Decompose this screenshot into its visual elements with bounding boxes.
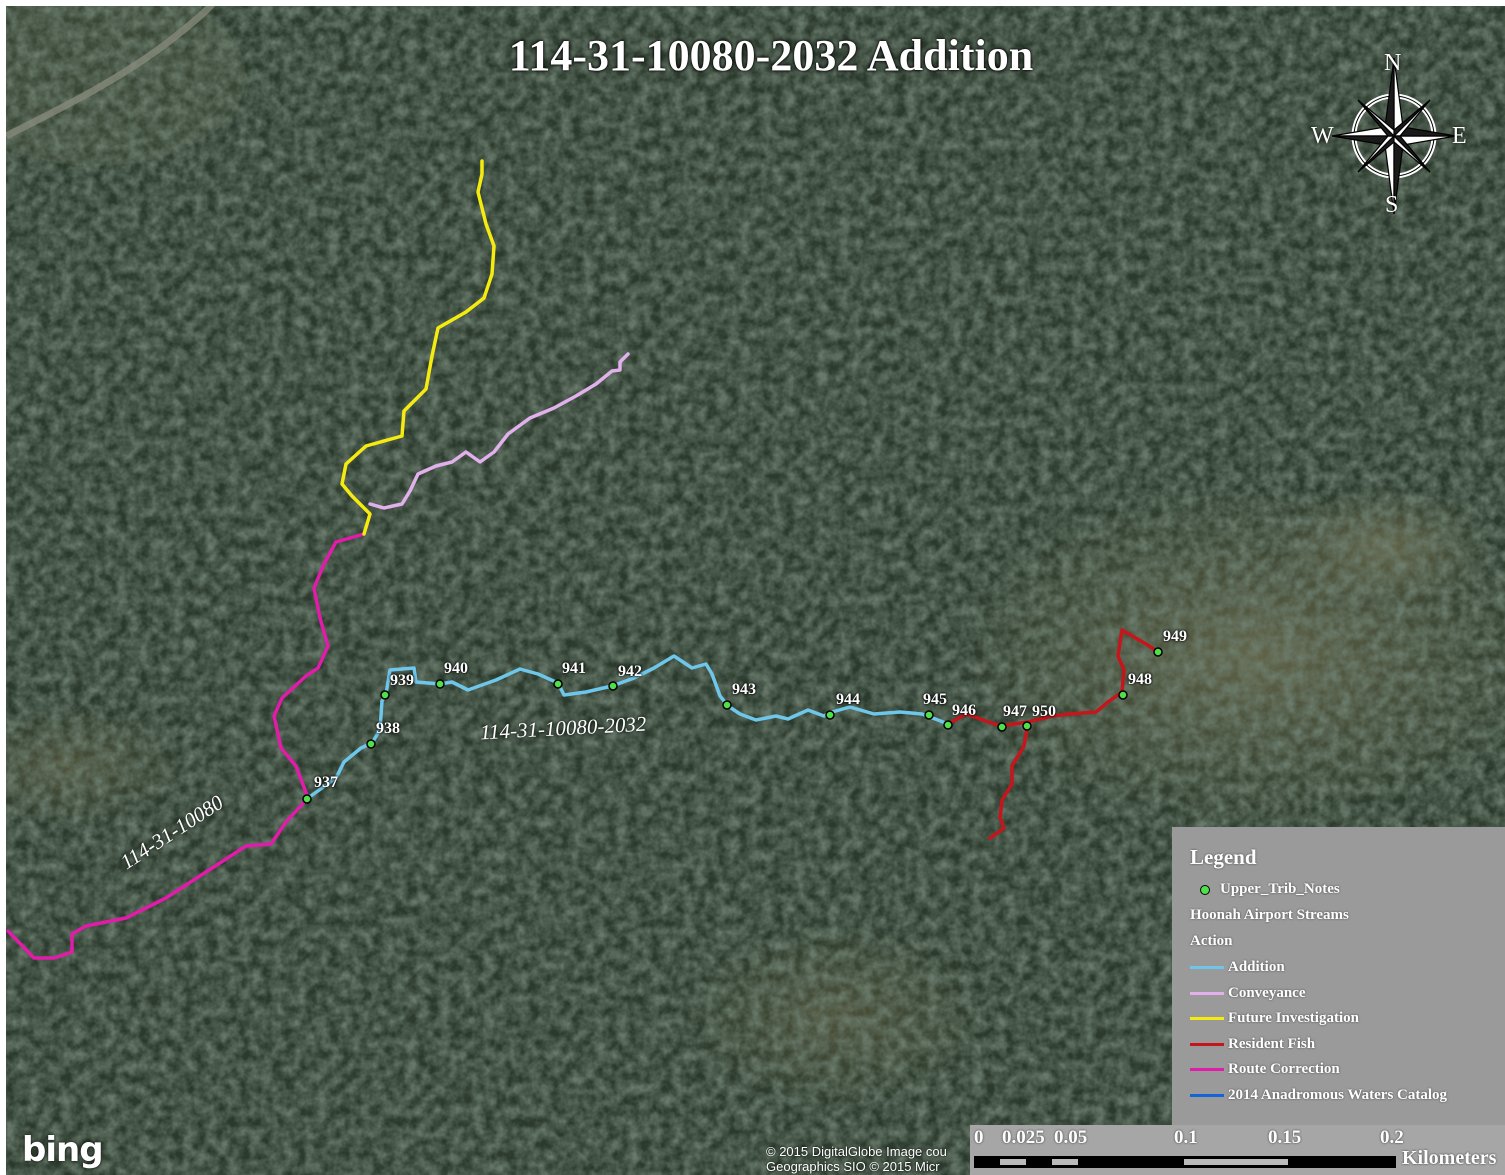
resident-fish-line[interactable]	[946, 628, 1160, 728]
scale-unit: Kilometers	[1402, 1147, 1497, 1169]
bing-logo: bing	[22, 1130, 104, 1170]
point-label: 941	[562, 660, 586, 677]
imagery-layer	[6, 6, 1505, 1175]
scale-bar-graphic	[974, 1156, 1396, 1168]
compass-rose: N S E W	[1306, 50, 1482, 222]
point-label: 940	[444, 660, 468, 677]
legend-swatch	[1190, 1042, 1224, 1046]
point-label: 949	[1163, 628, 1187, 645]
compass-n: N	[1384, 50, 1402, 76]
point-label: 943	[732, 681, 756, 698]
scale-tick-label: 0	[974, 1127, 984, 1148]
trib-note-point[interactable]	[608, 681, 618, 691]
legend-item-label: Addition	[1228, 959, 1285, 975]
future-investigation-line[interactable]	[340, 159, 496, 536]
legend-point-row: Upper_Trib_Notes	[1190, 881, 1340, 898]
compass-w: W	[1311, 123, 1334, 149]
point-label: 947	[1003, 703, 1027, 720]
trib-note-point[interactable]	[1118, 690, 1128, 700]
legend-swatch	[1190, 966, 1224, 970]
legend-item: Route Correction	[1190, 1061, 1340, 1078]
scale-bar: 0 0.025 0.05 0.1 0.15 0.2 Kilometers	[970, 1125, 1505, 1175]
point-label: 946	[952, 702, 976, 719]
scale-tick-label: 0.15	[1268, 1127, 1302, 1148]
road	[6, 6, 215, 140]
trib-note-point[interactable]	[997, 722, 1007, 732]
compass-star-icon	[1331, 57, 1457, 215]
legend-item: Future Investigation	[1190, 1010, 1359, 1027]
trib-note-point[interactable]	[722, 700, 732, 710]
point-label: 948	[1128, 671, 1152, 688]
point-label: 945	[923, 691, 947, 708]
point-label: 942	[618, 663, 642, 680]
point-label: 937	[314, 774, 338, 791]
trib-note-point[interactable]	[380, 690, 390, 700]
trib-note-point[interactable]	[1022, 721, 1032, 731]
trib-note-point[interactable]	[366, 739, 376, 749]
legend-item: 2014 Anadromous Waters Catalog	[1190, 1087, 1447, 1104]
trib-note-point[interactable]	[924, 710, 934, 720]
scale-tick-label: 0.025	[1002, 1127, 1045, 1148]
stream-overlay	[6, 159, 1163, 960]
point-label: 938	[376, 720, 400, 737]
legend-item: Addition	[1190, 959, 1285, 976]
point-label: 950	[1032, 703, 1056, 720]
legend-item-label: Route Correction	[1228, 1061, 1340, 1077]
trib-note-point[interactable]	[825, 710, 835, 720]
scale-tick-label: 0.2	[1380, 1127, 1404, 1148]
legend-swatch	[1190, 1068, 1224, 1072]
scale-tick-label: 0.05	[1054, 1127, 1088, 1148]
point-label: 944	[836, 691, 860, 708]
map-title: 114-31-10080-2032 Addition	[508, 31, 1034, 80]
compass-s: S	[1385, 192, 1399, 218]
legend-layer-name: Hoonah Airport Streams	[1190, 907, 1349, 923]
point-symbol-icon	[1200, 884, 1210, 895]
map-frame[interactable]: 114-31-10080-2032 Addition	[6, 6, 1505, 1175]
legend-item-label: 2014 Anadromous Waters Catalog	[1228, 1086, 1448, 1103]
legend-field: Action	[1190, 933, 1233, 949]
legend-item: Conveyance	[1190, 985, 1306, 1002]
trib-note-point[interactable]	[553, 679, 563, 689]
attribution-line-1: © 2015 DigitalGlobe Image cou	[766, 1144, 947, 1159]
trib-note-point[interactable]	[1153, 647, 1163, 657]
legend-title: Legend	[1190, 845, 1257, 869]
resident-fish-branch-line[interactable]	[988, 722, 1030, 840]
conveyance-line[interactable]	[368, 352, 630, 510]
trib-note-point[interactable]	[435, 679, 445, 689]
attribution-line-2: Geographics SIO © 2015 Micr	[766, 1159, 940, 1174]
legend-point-label: Upper_Trib_Notes	[1220, 881, 1340, 897]
legend: Legend Upper_Trib_Notes Hoonah Airport S…	[1172, 827, 1505, 1125]
compass-e: E	[1452, 123, 1467, 149]
legend-swatch	[1190, 1017, 1224, 1021]
legend-item-label: Future Investigation	[1228, 1010, 1359, 1026]
point-label: 939	[390, 672, 414, 689]
scale-tick-label: 0.1	[1174, 1127, 1198, 1148]
legend-item: Resident Fish	[1190, 1036, 1315, 1053]
legend-swatch	[1190, 1093, 1224, 1097]
legend-item-label: Resident Fish	[1228, 1035, 1316, 1052]
trib-note-point[interactable]	[943, 720, 953, 730]
legend-item-label: Conveyance	[1228, 984, 1306, 1001]
legend-swatch	[1190, 991, 1224, 995]
route-correction-line[interactable]	[6, 532, 366, 960]
trib-note-point[interactable]	[302, 794, 312, 804]
imagery-attribution: © 2015 DigitalGlobe Image cou Geographic…	[766, 1144, 976, 1174]
